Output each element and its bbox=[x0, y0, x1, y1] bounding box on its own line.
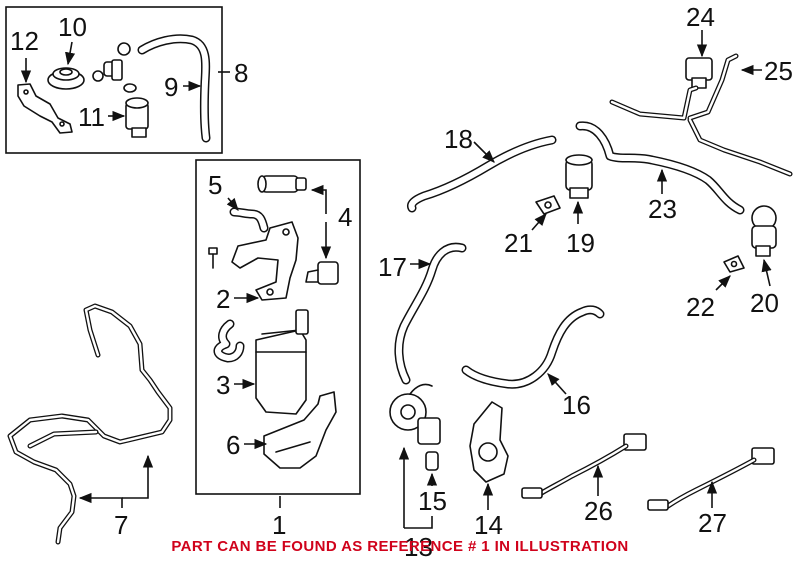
ref-18: 18 bbox=[444, 124, 473, 154]
part-18-hose bbox=[407, 135, 557, 213]
part-25-lines bbox=[609, 53, 793, 177]
ref-9: 9 bbox=[164, 72, 178, 102]
part-4-valve-assembly bbox=[257, 175, 339, 285]
ref-16: 16 bbox=[562, 390, 591, 420]
reference-numbers: 12 10 11 9 8 5 4 2 3 6 1 7 17 13 15 14 1… bbox=[10, 2, 793, 562]
part-14-bracket bbox=[469, 401, 509, 483]
part-11-valve bbox=[125, 97, 149, 138]
part-15-fitting bbox=[425, 451, 439, 471]
part-24-sensor bbox=[685, 57, 713, 89]
ref-12: 12 bbox=[10, 26, 39, 56]
part-26-sensor bbox=[521, 433, 647, 499]
part-2-bracket bbox=[231, 221, 299, 301]
ref-26: 26 bbox=[584, 496, 613, 526]
ref-10: 10 bbox=[58, 12, 87, 42]
leader-lines bbox=[20, 30, 772, 529]
ref-21: 21 bbox=[504, 228, 533, 258]
ref-15: 15 bbox=[418, 486, 447, 516]
inset-box-1-6 bbox=[195, 159, 361, 495]
ref-27: 27 bbox=[698, 508, 727, 538]
ref-3: 3 bbox=[216, 370, 230, 400]
small-hose-curl bbox=[213, 319, 245, 363]
part-27-sensor bbox=[647, 447, 775, 511]
part-3-canister bbox=[255, 309, 309, 415]
part-5-hose-small bbox=[229, 207, 269, 233]
part-19-valve bbox=[565, 154, 593, 199]
reference-note: PART CAN BE FOUND AS REFERENCE # 1 IN IL… bbox=[171, 538, 629, 555]
part-7-lines bbox=[7, 303, 173, 545]
ref-1: 1 bbox=[272, 510, 286, 540]
part-17-hose bbox=[394, 242, 467, 385]
part-21-gasket bbox=[535, 195, 561, 215]
ref-8: 8 bbox=[234, 58, 248, 88]
ref-19: 19 bbox=[566, 228, 595, 258]
ref-24: 24 bbox=[686, 2, 715, 32]
part-12-bracket bbox=[17, 83, 73, 134]
part-6-heat-shield bbox=[263, 391, 337, 469]
ref-25: 25 bbox=[764, 56, 793, 86]
ref-6: 6 bbox=[226, 430, 240, 460]
ref-22: 22 bbox=[686, 292, 715, 322]
ref-20: 20 bbox=[750, 288, 779, 318]
ref-2: 2 bbox=[216, 284, 230, 314]
inset-box-8-12 bbox=[5, 6, 223, 154]
part-16-hose bbox=[461, 305, 605, 389]
ref-5: 5 bbox=[208, 170, 222, 200]
small-fittings bbox=[92, 42, 137, 93]
part-23-hose bbox=[575, 121, 745, 215]
ref-11: 11 bbox=[78, 102, 105, 132]
ref-4: 4 bbox=[338, 202, 352, 232]
bolt-small bbox=[208, 247, 218, 269]
ref-17: 17 bbox=[378, 252, 407, 282]
part-9-hose bbox=[137, 34, 211, 143]
ref-14: 14 bbox=[474, 510, 503, 540]
ref-23: 23 bbox=[648, 194, 677, 224]
part-20-valve bbox=[751, 205, 777, 257]
ref-13: 13 bbox=[404, 532, 433, 562]
part-10-cap bbox=[47, 67, 85, 90]
part-13-pump bbox=[389, 383, 441, 445]
part-22-gasket bbox=[723, 255, 745, 273]
ref-7: 7 bbox=[114, 510, 128, 540]
